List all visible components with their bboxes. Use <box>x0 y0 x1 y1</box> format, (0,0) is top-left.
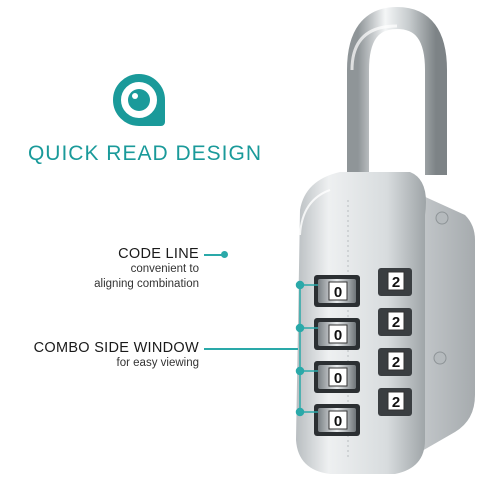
front-dials <box>314 275 360 436</box>
front-dial-digit: 0 <box>334 327 342 344</box>
headline: QUICK READ DESIGN <box>27 142 263 165</box>
front-dial-digit: 0 <box>334 370 342 387</box>
front-dial-digit: 0 <box>334 284 342 301</box>
lock-side-body <box>410 190 475 455</box>
callout-description: aligning combination <box>94 278 199 290</box>
side-dial-digit: 2 <box>392 394 400 411</box>
callout-title: CODE LINE <box>118 246 199 262</box>
eye-logo-icon <box>113 74 165 126</box>
side-dial-digit: 2 <box>392 354 400 371</box>
code-line-pointer <box>204 251 228 259</box>
front-dial-digit: 0 <box>334 413 342 430</box>
code-line-callout: CODE LINE convenient to aligning combina… <box>94 246 199 292</box>
shackle <box>347 6 447 225</box>
combo-side-window-callout: COMBO SIDE WINDOW for easy viewing <box>34 340 199 371</box>
side-dial-digit: 2 <box>392 314 400 331</box>
combo-window-pointer <box>204 345 298 353</box>
callout-description: for easy viewing <box>116 357 199 369</box>
callout-title: COMBO SIDE WINDOW <box>33 340 199 356</box>
combo-bracket <box>295 280 318 417</box>
side-dials <box>378 268 412 416</box>
callout-description: convenient to <box>130 263 199 275</box>
side-dial-digit: 2 <box>392 274 400 291</box>
